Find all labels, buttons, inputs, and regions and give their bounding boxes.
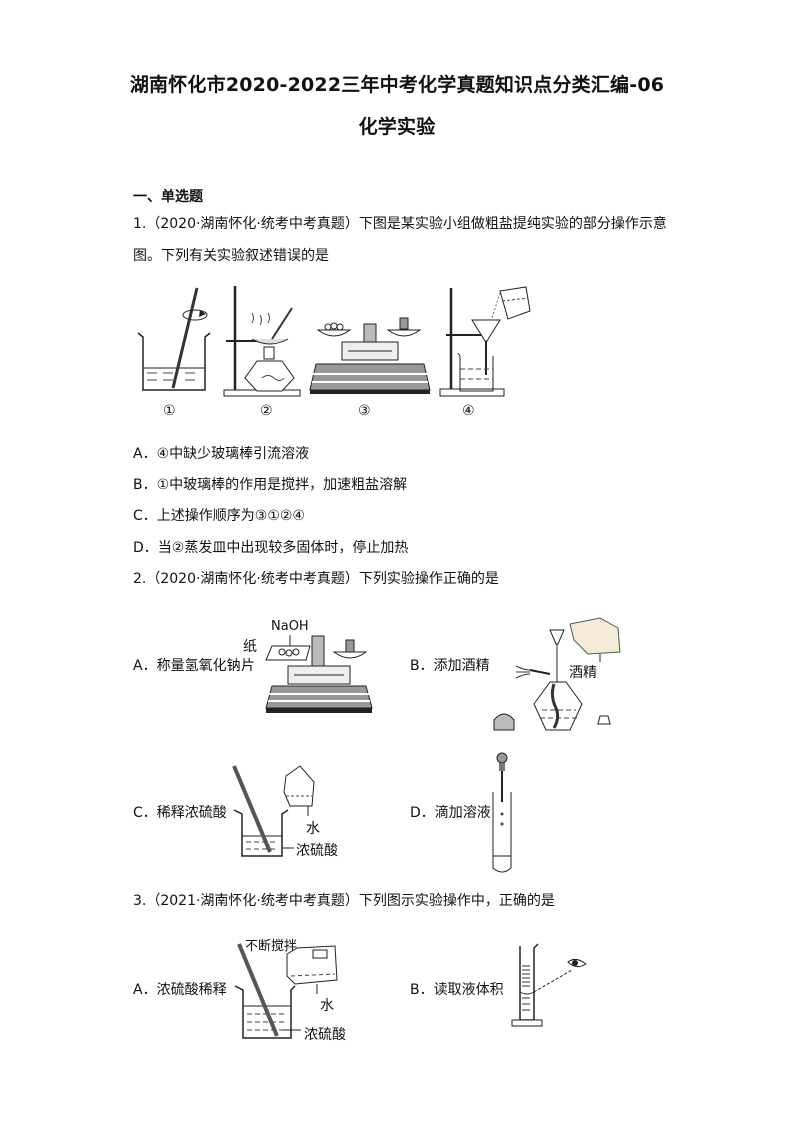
q3-a-water-label: 水 — [320, 998, 334, 1014]
q1-figure-label-3: ③ — [358, 403, 371, 419]
section-heading: 一、单选题 — [133, 189, 203, 205]
q2-stem: 2.（2020·湖南怀化·统考中考真题）下列实验操作正确的是 — [133, 571, 499, 587]
q2-figure-weigh-naoh — [265, 635, 373, 713]
q2-a-paper-label-1: 纸 — [243, 639, 257, 655]
q1-option-c[interactable]: C．上述操作顺序为③①②④ — [133, 508, 305, 524]
q1-figure-weigh — [309, 317, 431, 394]
q3-option-a[interactable]: A．浓硫酸稀释 — [133, 982, 227, 998]
q1-option-a[interactable]: A．④中缺少玻璃棒引流溶液 — [133, 446, 310, 462]
q1-figure-evaporate — [223, 286, 301, 397]
q2-option-d[interactable]: D．滴加溶液 — [410, 805, 491, 821]
q3-option-b[interactable]: B．读取液体积 — [410, 982, 504, 998]
q1-figure-label-1: ① — [163, 403, 176, 419]
q2-figure-drop-solution — [492, 752, 512, 873]
q2-option-b[interactable]: B．添加酒精 — [410, 658, 490, 674]
q3-figure-read-volume — [511, 943, 587, 1027]
q3-a-acid-label: 浓硫酸 — [304, 1027, 346, 1043]
q3-stem: 3.（2021·湖南怀化·统考中考真题）下列图示实验操作中，正确的是 — [133, 893, 555, 909]
q1-option-d[interactable]: D．当②蒸发皿中出现较多固体时，停止加热 — [133, 540, 409, 556]
document-subtitle: 化学实验 — [358, 116, 436, 138]
document-title: 湖南怀化市2020-2022三年中考化学真题知识点分类汇编-06 — [129, 74, 665, 96]
q1-figure-label-4: ④ — [462, 403, 475, 419]
q2-a-naoh-label: NaOH — [271, 619, 309, 634]
q2-option-c[interactable]: C．稀释浓硫酸 — [133, 805, 227, 821]
q3-figure-dilute-acid — [234, 943, 338, 1039]
q1-figure-label-2: ② — [260, 403, 273, 419]
q2-figure-dilute-acid — [232, 765, 315, 857]
q2-figure-add-alcohol — [493, 617, 621, 731]
q1-figure-dissolve — [137, 287, 211, 391]
q1-option-b[interactable]: B．①中玻璃棒的作用是搅拌，加速粗盐溶解 — [133, 477, 408, 493]
q2-a-paper-label-2: 片 — [241, 658, 255, 674]
q2-c-acid-label: 浓硫酸 — [296, 843, 338, 859]
q2-c-water-label: 水 — [306, 821, 320, 837]
q3-a-stir-label: 不断搅拌 — [245, 939, 298, 954]
q2-b-alcohol-label: 酒精 — [569, 665, 597, 681]
q1-figure-filter — [439, 286, 531, 397]
q1-stem-line2: 图。下列有关实验叙述错误的是 — [133, 248, 329, 264]
q2-option-a[interactable]: A．称量氢氧化钠 — [133, 658, 241, 674]
q1-stem-line1: 1.（2020·湖南怀化·统考中考真题）下图是某实验小组做粗盐提纯实验的部分操作… — [133, 216, 667, 232]
